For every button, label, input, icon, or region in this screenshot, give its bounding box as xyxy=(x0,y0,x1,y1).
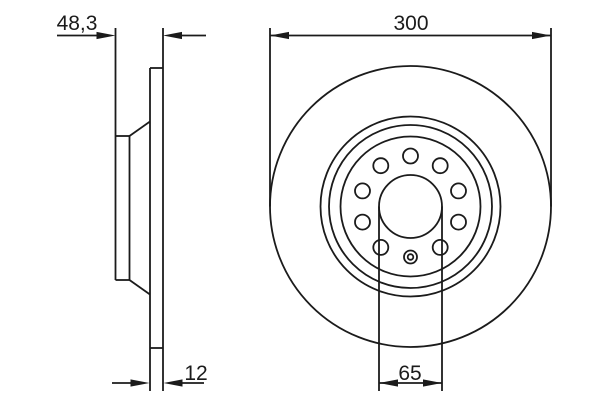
dim-center-bore: 65 xyxy=(378,206,443,391)
hat-inner-circle xyxy=(339,135,482,278)
bolt-hole xyxy=(431,238,449,256)
bolt-hole xyxy=(372,157,390,175)
disc-thickness-label: 12 xyxy=(184,362,207,385)
bolt-hole xyxy=(450,213,467,231)
hub-width-label: 48,3 xyxy=(57,12,98,35)
center-bore-label: 65 xyxy=(398,362,421,385)
arrowhead-left-icon xyxy=(163,31,182,40)
side-view xyxy=(114,28,164,391)
outer-diameter-label: 300 xyxy=(393,12,428,35)
dim-hub-width: 48,3 xyxy=(57,12,206,40)
hat-outer-circle xyxy=(328,124,493,289)
arrowhead-left-icon xyxy=(270,31,289,40)
friction-inner-circle xyxy=(319,115,502,298)
outer-diameter-circle xyxy=(269,65,552,348)
arrowhead-left-icon xyxy=(379,379,398,387)
set-screw-hole-inner xyxy=(406,253,415,261)
arrowhead-right-icon xyxy=(130,379,150,387)
front-view xyxy=(269,65,552,348)
arrowhead-right-icon xyxy=(423,379,442,387)
dim-outer-diameter: 300 xyxy=(269,12,552,207)
bolt-hole xyxy=(402,147,419,165)
bolt-hole xyxy=(450,182,467,200)
set-screw-hole-outer xyxy=(403,249,418,265)
bolt-hole xyxy=(431,157,449,175)
dim-disc-thickness: 12 xyxy=(112,362,208,387)
hub-top-flare-diagonal xyxy=(128,120,151,137)
center-bore-circle xyxy=(378,174,443,239)
arrowhead-right-icon xyxy=(532,31,551,40)
bolt-hole xyxy=(354,182,371,200)
hub-bottom-flare-diagonal xyxy=(128,279,151,296)
arrowhead-right-icon xyxy=(96,31,116,40)
bolt-hole xyxy=(372,238,390,256)
arrowhead-left-icon xyxy=(163,379,183,387)
bolt-hole xyxy=(354,213,371,231)
